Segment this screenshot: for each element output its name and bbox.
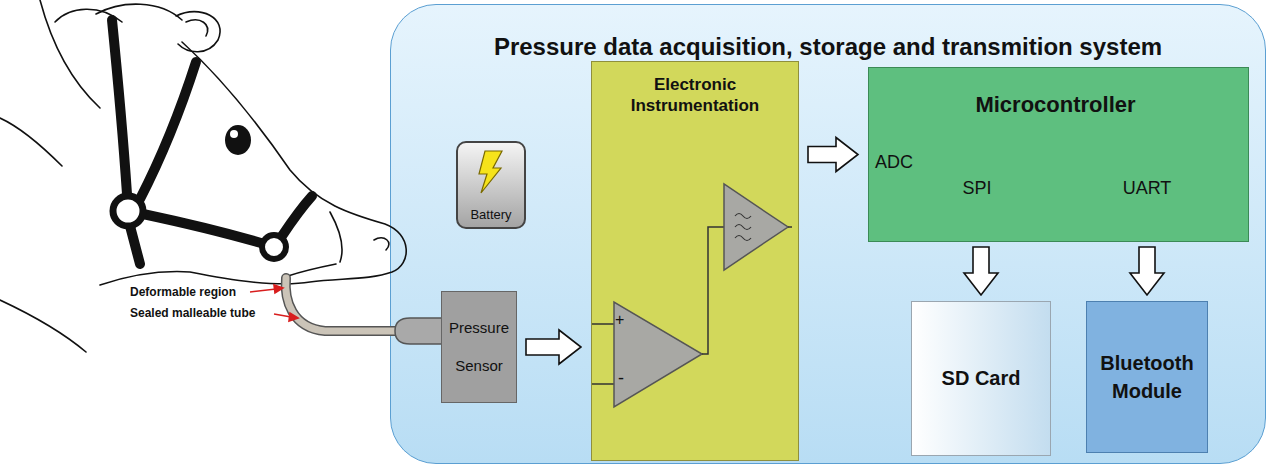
label-holder: - — [618, 368, 624, 389]
signal-name: ADC — [875, 152, 955, 173]
leader-line — [250, 289, 276, 292]
node-graphic-group — [479, 151, 502, 193]
cow-eye-highlight — [230, 130, 238, 138]
node-label: Pressure data acquisition, storage and t… — [391, 33, 1265, 61]
cow-shoulder — [0, 300, 86, 352]
text-holder: SD Card — [942, 367, 1021, 390]
cow-neck — [40, 0, 100, 108]
halter-ring — [113, 196, 143, 226]
block-arrow — [1130, 247, 1164, 295]
microcontroller-box: MicrocontrollerADC SPI UART — [868, 67, 1249, 242]
node-graphic — [592, 62, 792, 454]
text-holder: Pressure Sensor — [446, 309, 512, 385]
sd-card-box: SD Card — [911, 301, 1051, 456]
cow-head — [0, 0, 406, 352]
leader-head — [274, 285, 283, 293]
sensor-plug — [395, 318, 446, 344]
cow-neck — [0, 118, 62, 166]
tube-outline — [286, 278, 398, 331]
system-panel: Pressure data acquisition, storage and t… — [390, 4, 1266, 464]
text-holder: ADC — [875, 152, 955, 173]
halter-strap — [282, 196, 312, 236]
leader-arrows — [250, 285, 298, 321]
sealed-malleable-tube — [286, 278, 398, 331]
block-arrow — [808, 138, 858, 172]
label-holder: Deformable region — [130, 285, 236, 299]
label-holder: + — [615, 311, 624, 329]
halter-ring — [262, 235, 286, 259]
leader-line — [274, 314, 291, 317]
block-arrow — [964, 247, 998, 295]
halter-strap — [130, 226, 140, 264]
pressure-sensor: Pressure Sensor — [441, 291, 517, 403]
text-holder: SPI — [917, 178, 1037, 199]
symbol-path — [724, 184, 788, 270]
cow-muzzle — [330, 212, 342, 262]
text-holder: Battery — [470, 207, 511, 222]
node-label: Electronic Instrumentation — [592, 74, 798, 117]
node-label: Microcontroller — [869, 92, 1242, 118]
text-holder: Microcontroller — [869, 92, 1242, 118]
symbol-path — [614, 302, 702, 407]
leader-head — [289, 313, 298, 321]
halter-strap — [143, 214, 261, 243]
text-holder: Electronic Instrumentation — [592, 74, 798, 117]
symbol-path — [592, 324, 614, 384]
symbol-path — [788, 226, 792, 228]
node-graphic-group — [592, 184, 792, 407]
halter-strap — [140, 62, 196, 199]
cow-mouth — [288, 264, 336, 276]
node-label: SD Card — [942, 367, 1021, 390]
signal-name: UART — [1087, 178, 1207, 199]
halter-strap — [112, 20, 127, 194]
symbol-path — [735, 214, 751, 241]
cow-nostril — [374, 238, 389, 250]
cow-ear-inner — [186, 20, 208, 36]
battery-icon: Battery — [456, 141, 526, 229]
instrumentation-box: Electronic Instrumentation — [591, 61, 799, 461]
cow-face — [100, 42, 406, 285]
cow-ear — [176, 12, 220, 52]
label-holder: Sealed malleable tube — [130, 306, 255, 320]
halter — [112, 20, 312, 264]
block-arrow — [526, 330, 581, 364]
pin-sign: - — [618, 368, 624, 389]
cow-eye — [225, 125, 251, 155]
text-holder: UART — [1087, 178, 1207, 199]
node-label: Pressure Sensor — [446, 309, 512, 385]
symbol-path — [702, 227, 724, 354]
node-label: Battery — [470, 207, 511, 222]
symbol-path — [479, 151, 502, 193]
text-holder: Pressure data acquisition, storage and t… — [391, 33, 1265, 61]
node-label: Bluetooth Module — [1093, 349, 1201, 405]
part-label: Deformable region — [130, 285, 236, 299]
text-holder: Bluetooth Module — [1093, 349, 1201, 405]
signal-name: SPI — [917, 178, 1037, 199]
bluetooth-module-box: Bluetooth Module — [1086, 301, 1208, 453]
pin-sign: + — [615, 311, 624, 329]
part-label: Sealed malleable tube — [130, 306, 255, 320]
